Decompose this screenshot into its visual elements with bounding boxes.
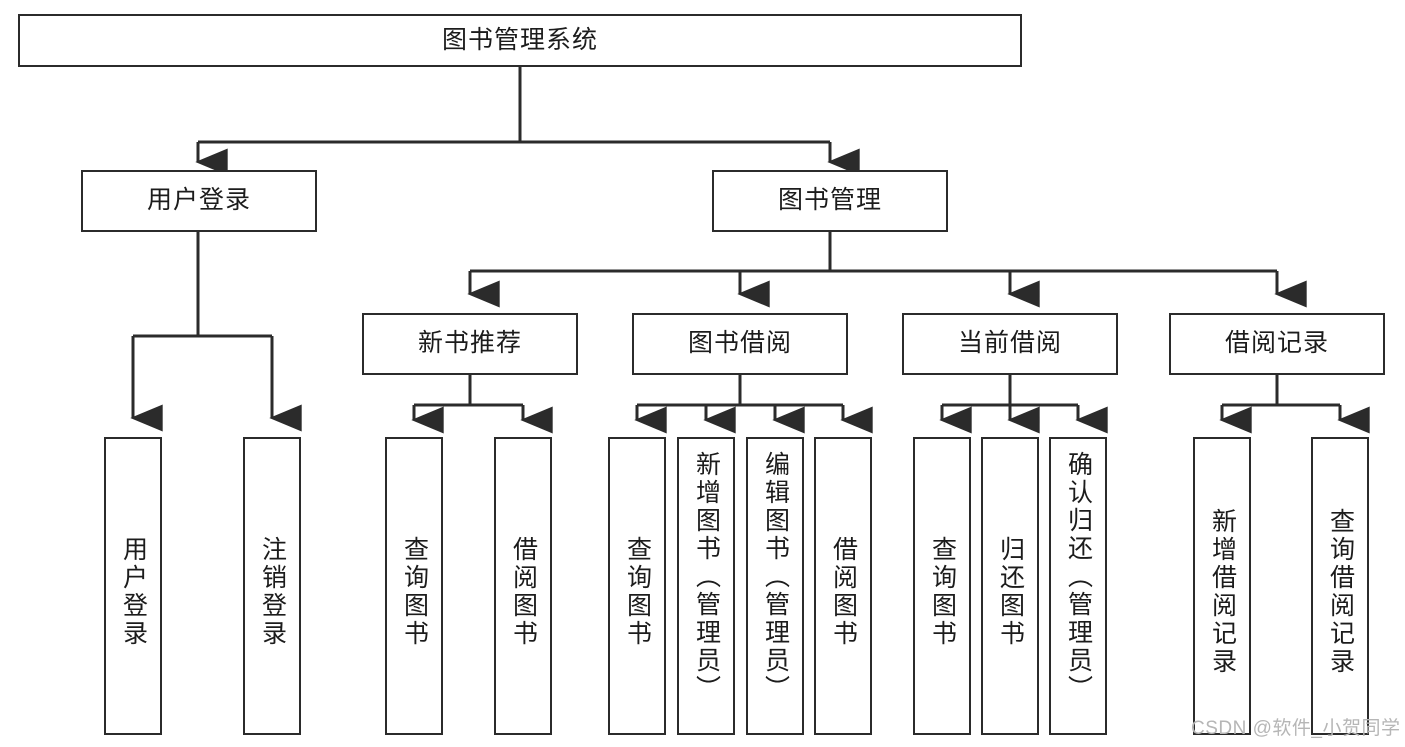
node-leaf-query-book-current[interactable]: 查询图书 (913, 437, 971, 735)
node-leaf-user-login[interactable]: 用户登录 (104, 437, 162, 735)
node-current-borrow[interactable]: 当前借阅 (902, 313, 1118, 375)
node-label: 图书管理 (777, 186, 882, 215)
node-label: 新增借阅记录 (1208, 508, 1237, 676)
node-leaf-borrow-book-recommend[interactable]: 借阅图书 (494, 437, 552, 735)
node-label: 查询图书 (400, 536, 429, 648)
node-label: 新书推荐 (417, 329, 522, 358)
node-label: 注销登录 (258, 536, 287, 648)
node-label: 新增图书（管理员） (692, 451, 721, 703)
node-label: 借阅记录 (1224, 329, 1329, 358)
node-label: 图书管理系统 (441, 25, 598, 54)
node-label: 借阅图书 (509, 536, 538, 648)
node-label: 编辑图书（管理员） (761, 451, 790, 703)
node-label: 归还图书 (996, 536, 1025, 648)
node-label: 当前借阅 (957, 329, 1062, 358)
node-label: 借阅图书 (829, 536, 858, 648)
node-label: 确认归还（管理员） (1064, 451, 1093, 703)
node-root-system[interactable]: 图书管理系统 (18, 14, 1022, 67)
node-leaf-add-book-admin[interactable]: 新增图书（管理员） (677, 437, 735, 735)
node-new-book-recommend[interactable]: 新书推荐 (362, 313, 578, 375)
node-user-login[interactable]: 用户登录 (81, 170, 317, 232)
node-borrow-record[interactable]: 借阅记录 (1169, 313, 1385, 375)
watermark-csdn: CSDN @软件_小贺同学 (1191, 718, 1401, 739)
node-label: 用户登录 (146, 186, 251, 215)
node-label: 查询图书 (623, 536, 652, 648)
node-label: 查询图书 (928, 536, 957, 648)
node-leaf-borrow-book[interactable]: 借阅图书 (814, 437, 872, 735)
node-leaf-query-borrow-record[interactable]: 查询借阅记录 (1311, 437, 1369, 735)
node-leaf-edit-book-admin[interactable]: 编辑图书（管理员） (746, 437, 804, 735)
node-leaf-confirm-return-admin[interactable]: 确认归还（管理员） (1049, 437, 1107, 735)
node-leaf-add-borrow-record[interactable]: 新增借阅记录 (1193, 437, 1251, 735)
node-leaf-query-book-borrow[interactable]: 查询图书 (608, 437, 666, 735)
node-leaf-query-book-recommend[interactable]: 查询图书 (385, 437, 443, 735)
node-leaf-return-book[interactable]: 归还图书 (981, 437, 1039, 735)
node-label: 用户登录 (119, 536, 148, 648)
node-book-management[interactable]: 图书管理 (712, 170, 948, 232)
node-label: 查询借阅记录 (1326, 508, 1355, 676)
node-label: 图书借阅 (687, 329, 792, 358)
node-leaf-logout[interactable]: 注销登录 (243, 437, 301, 735)
node-book-borrow[interactable]: 图书借阅 (632, 313, 848, 375)
